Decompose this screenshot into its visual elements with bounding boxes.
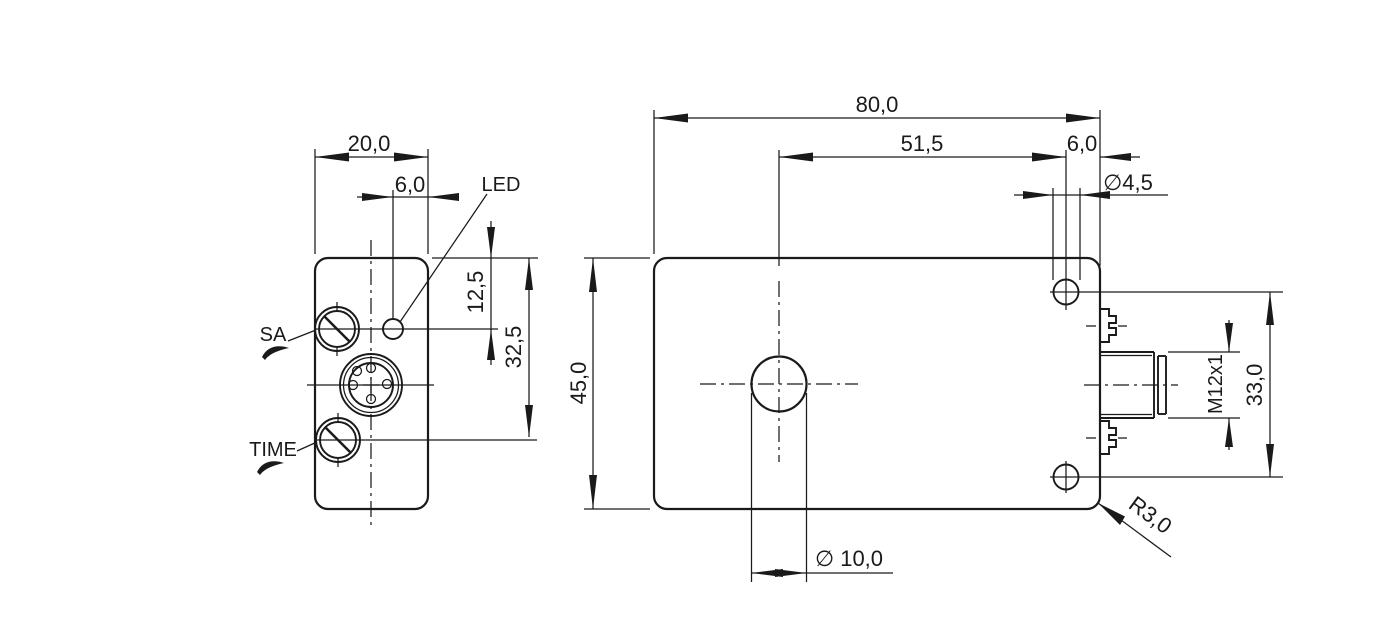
arrowhead <box>1032 152 1066 162</box>
dim-front-screw-edge-text: 6,0 <box>1067 131 1098 156</box>
sa-screw-slot <box>323 315 351 343</box>
connector-pin <box>365 393 377 405</box>
dim-side-led-depth: 12,5 <box>463 221 495 365</box>
arrowhead <box>1098 503 1125 525</box>
m12-connector-side <box>1084 351 1178 419</box>
dim-side-width-text: 20,0 <box>348 131 391 156</box>
arrowhead <box>428 193 459 201</box>
front-view-body-outline <box>652 256 1102 511</box>
dim-front-width: 80,0 <box>653 92 1101 266</box>
arrowhead <box>1225 323 1233 352</box>
arrowhead <box>487 227 495 258</box>
time-turn-icon <box>257 461 284 475</box>
connector-outer-ring <box>339 353 403 417</box>
arrowhead <box>394 152 428 162</box>
dim-side-led-offset-text: 6,0 <box>395 172 426 197</box>
dim-front-screw-edge: 6,0 <box>1067 131 1140 161</box>
dim-center-hole-dia-text: ∅ 10,0 <box>815 546 883 571</box>
arrowhead <box>1266 292 1274 325</box>
dim-side-time-depth: 32,5 <box>432 257 538 437</box>
connector-pin <box>347 379 359 391</box>
arrowhead <box>779 152 813 162</box>
clip-bottom <box>1100 420 1117 455</box>
dim-corner-radius-text: R3,0 <box>1124 491 1176 539</box>
connector-middle-ring <box>342 356 400 414</box>
connector-pin <box>365 362 377 374</box>
sa-label: SA <box>260 324 287 346</box>
dim-side-time-depth-text: 32,5 <box>501 326 526 369</box>
dim-center-hole-dia: ∅ 10,0 <box>750 393 893 582</box>
dim-front-hole-offset-text: 51,5 <box>901 131 944 156</box>
arrowhead <box>525 405 533 437</box>
dim-side-width: 20,0 <box>314 131 429 254</box>
dim-connector-thread: M12x1 <box>1168 320 1240 450</box>
arrowhead <box>1100 153 1131 161</box>
dim-screw-hole-dia-text: ∅4,5 <box>1103 170 1153 195</box>
led-leader-line <box>399 193 488 323</box>
sa-potentiometer <box>314 302 360 356</box>
arrowhead <box>362 193 393 201</box>
arrowhead <box>487 329 495 360</box>
dim-side-led-offset: 6,0 <box>357 172 459 318</box>
arrowhead <box>525 258 533 290</box>
side-view: 20,0 6,0 12,5 32,5 LED SA <box>249 131 538 527</box>
sa-turn-icon <box>262 346 289 360</box>
arrowhead <box>654 113 688 123</box>
arrowhead <box>589 258 597 292</box>
dim-screw-hole-dia: ∅4,5 <box>1014 170 1168 280</box>
dim-corner-radius: R3,0 <box>1097 491 1177 558</box>
led-label: LED <box>482 174 521 196</box>
arrowhead <box>775 569 807 577</box>
dim-connector-thread-text: M12x1 <box>1205 354 1227 414</box>
dim-front-height: 45,0 <box>566 257 650 510</box>
time-leader-line <box>296 441 318 452</box>
arrowhead <box>589 475 597 509</box>
dim-screw-span: 33,0 <box>1242 292 1274 477</box>
front-view: 80,0 51,5 6,0 ∅4,5 <box>566 92 1283 582</box>
time-label: TIME <box>249 439 297 461</box>
clip-top <box>1100 308 1117 343</box>
dim-front-hole-offset: 51,5 <box>779 131 1067 310</box>
dim-side-led-depth-text: 12,5 <box>463 271 488 314</box>
arrowhead <box>1080 191 1110 199</box>
dim-front-height-text: 45,0 <box>566 362 591 405</box>
arrowhead <box>315 152 349 162</box>
sa-leader-line <box>287 329 317 342</box>
dim-front-width-text: 80,0 <box>856 92 899 117</box>
m12-connector-front <box>339 353 403 417</box>
connector-pin <box>351 365 363 377</box>
arrowhead <box>1266 444 1274 477</box>
led-indicator-circle <box>382 318 404 340</box>
arrowhead <box>1066 113 1100 123</box>
dim-screw-span-text: 33,0 <box>1242 364 1267 407</box>
arrowhead <box>1225 418 1233 447</box>
connector-pin <box>381 378 393 390</box>
arrowhead <box>1023 191 1053 199</box>
time-screw-slot <box>324 426 352 454</box>
time-potentiometer <box>315 413 361 467</box>
